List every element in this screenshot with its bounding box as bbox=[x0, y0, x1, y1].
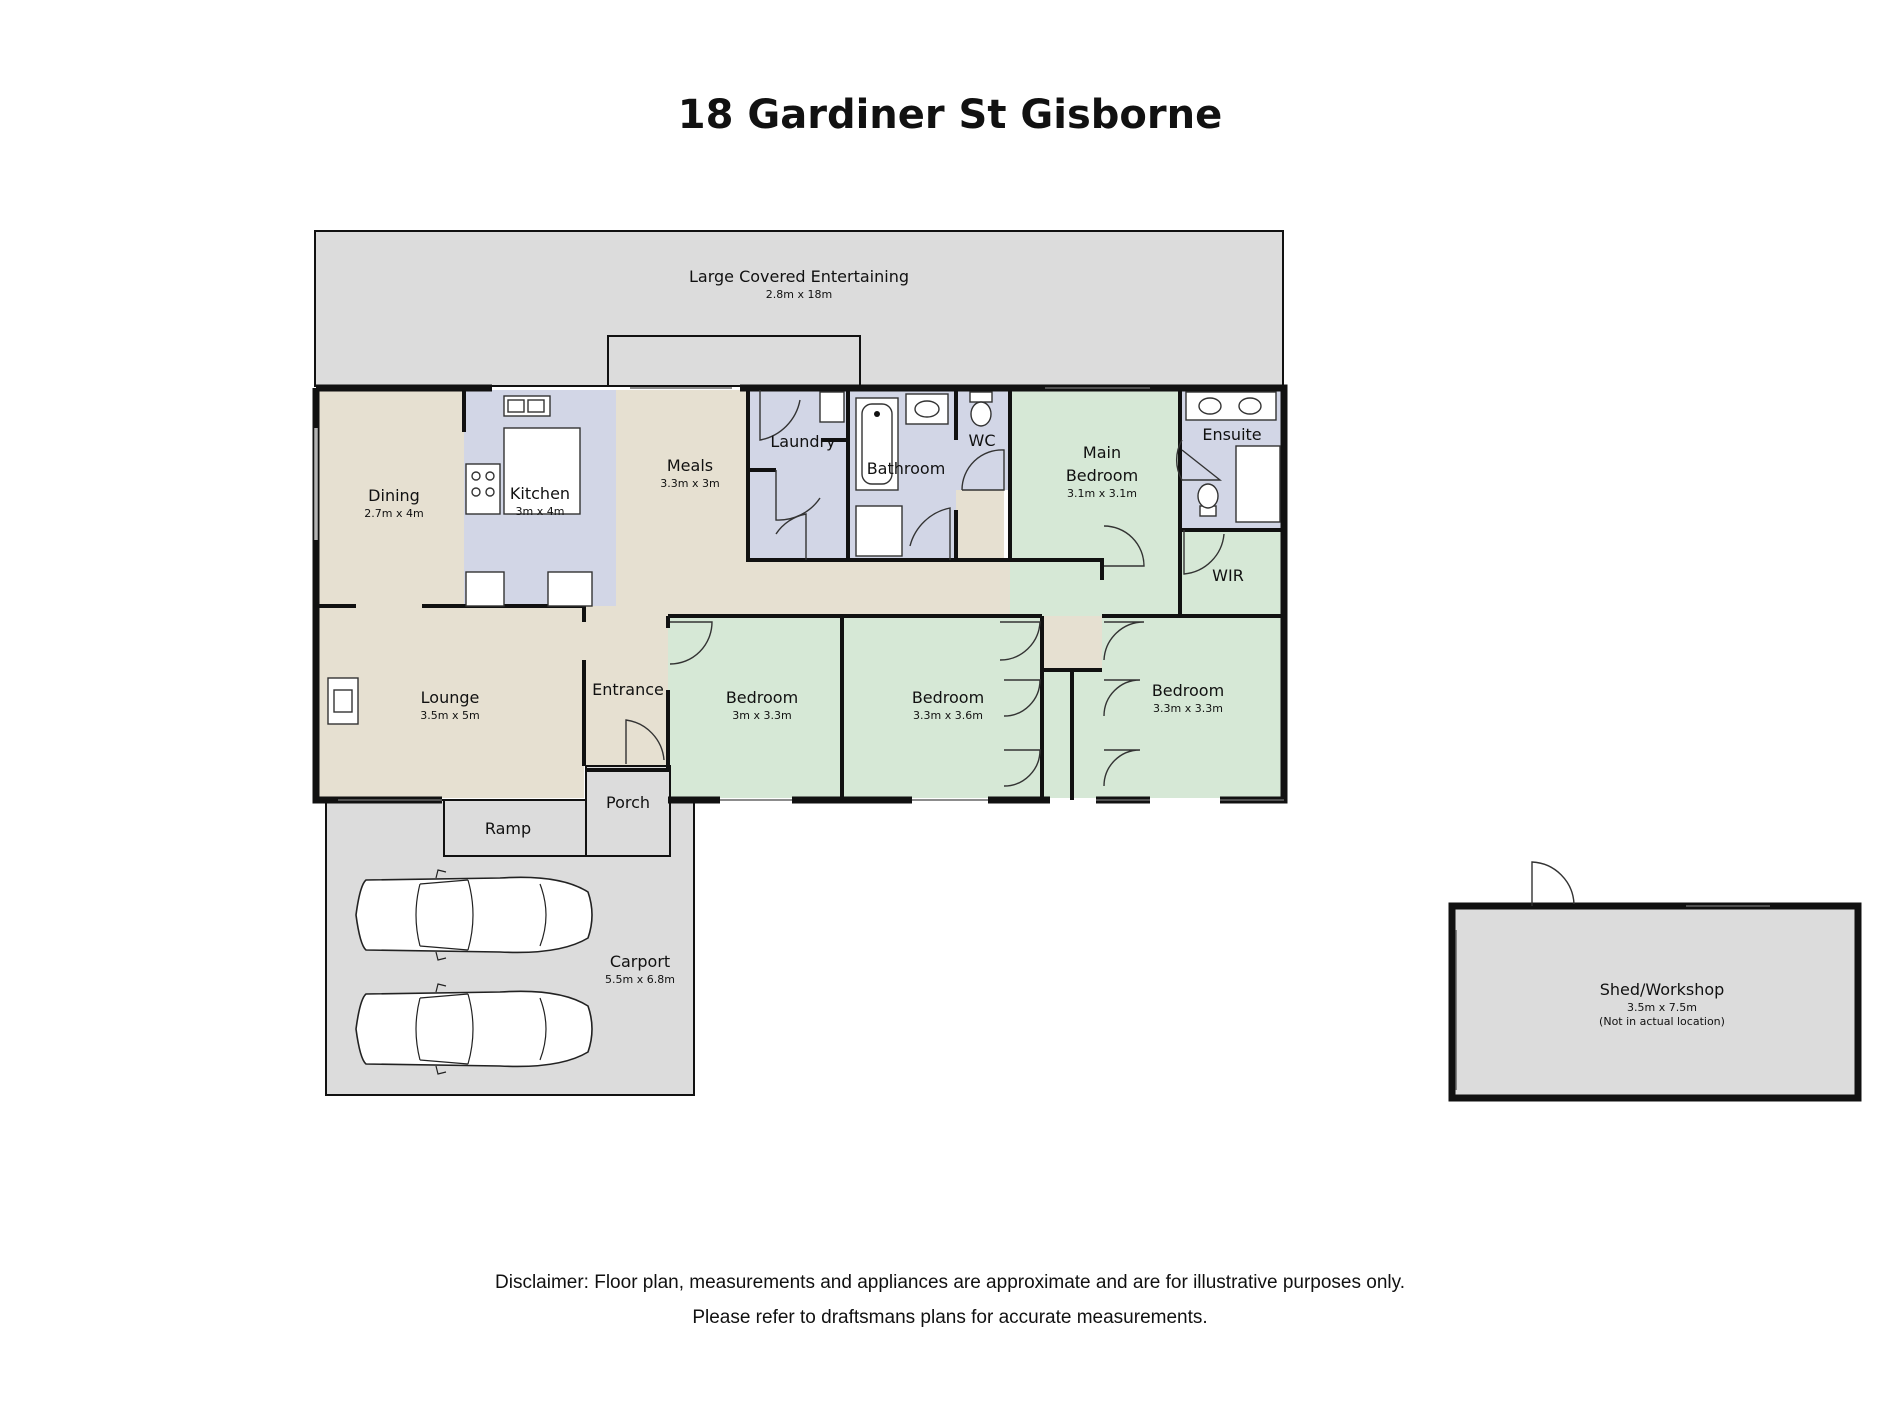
kitchen-label: Kitchen bbox=[510, 484, 570, 503]
main-bedroom-size: 3.1m x 3.1m bbox=[1067, 487, 1137, 500]
meals-label: Meals bbox=[667, 456, 713, 475]
dining-size: 2.7m x 4m bbox=[364, 507, 423, 520]
porch-label: Porch bbox=[606, 793, 650, 812]
hallway-nook bbox=[956, 490, 1004, 560]
entertaining-size: 2.8m x 18m bbox=[766, 288, 832, 301]
dining-area bbox=[318, 390, 464, 606]
entertaining-label: Large Covered Entertaining bbox=[689, 267, 909, 286]
bathroom-label: Bathroom bbox=[867, 459, 946, 478]
main-bedroom-wing bbox=[1102, 560, 1180, 616]
disclaimer-line-2: Please refer to draftsmans plans for acc… bbox=[692, 1307, 1208, 1328]
main-bedroom-label-line1: Main bbox=[1083, 443, 1121, 462]
entertaining-bay bbox=[607, 335, 861, 387]
carport-label: Carport bbox=[610, 952, 670, 971]
car-bottom bbox=[355, 983, 593, 1075]
shed-area bbox=[1448, 902, 1862, 1102]
fireplace bbox=[327, 677, 359, 725]
porch-area bbox=[585, 765, 671, 857]
dining-label: Dining bbox=[368, 486, 420, 505]
shed-door bbox=[1531, 861, 1575, 906]
bedroom-1-label: Bedroom bbox=[726, 688, 798, 707]
wir-area bbox=[1180, 530, 1284, 616]
shed-note: (Not in actual location) bbox=[1599, 1015, 1725, 1028]
ensuite-label: Ensuite bbox=[1202, 425, 1261, 444]
entrance-label: Entrance bbox=[592, 680, 664, 699]
wir-label: WIR bbox=[1212, 566, 1244, 585]
bedroom-3-area bbox=[1102, 616, 1284, 798]
carport-size: 5.5m x 6.8m bbox=[605, 973, 675, 986]
bedroom-2-area bbox=[842, 616, 1042, 798]
lounge-size: 3.5m x 5m bbox=[420, 709, 479, 722]
bedroom-2-label: Bedroom bbox=[912, 688, 984, 707]
car-top bbox=[355, 869, 593, 961]
plan-title: 18 Gardiner St Gisborne bbox=[677, 92, 1223, 138]
meals-size: 3.3m x 3m bbox=[660, 477, 719, 490]
shed-size: 3.5m x 7.5m bbox=[1627, 1001, 1697, 1014]
kitchen-fixtures bbox=[465, 395, 593, 607]
lounge-label: Lounge bbox=[421, 688, 480, 707]
bathroom-fixtures bbox=[819, 391, 1281, 557]
wc-label: WC bbox=[969, 431, 996, 450]
main-bedroom-label-line2: Bedroom bbox=[1066, 466, 1138, 485]
bedroom-3-size: 3.3m x 3.3m bbox=[1153, 702, 1223, 715]
windows bbox=[314, 387, 1284, 801]
disclaimer-line-1: Disclaimer: Floor plan, measurements and… bbox=[495, 1272, 1405, 1293]
bedroom-1-area bbox=[668, 616, 842, 798]
bedroom-2-size: 3.3m x 3.6m bbox=[913, 709, 983, 722]
shed-label: Shed/Workshop bbox=[1600, 980, 1725, 999]
ramp-label: Ramp bbox=[485, 819, 531, 838]
doors bbox=[625, 390, 1225, 787]
laundry-label: Laundry bbox=[770, 432, 835, 451]
bedroom-1-size: 3m x 3.3m bbox=[732, 709, 791, 722]
kitchen-size: 3m x 4m bbox=[516, 505, 565, 518]
bedroom-3-label: Bedroom bbox=[1152, 681, 1224, 700]
lounge-area bbox=[318, 606, 584, 798]
